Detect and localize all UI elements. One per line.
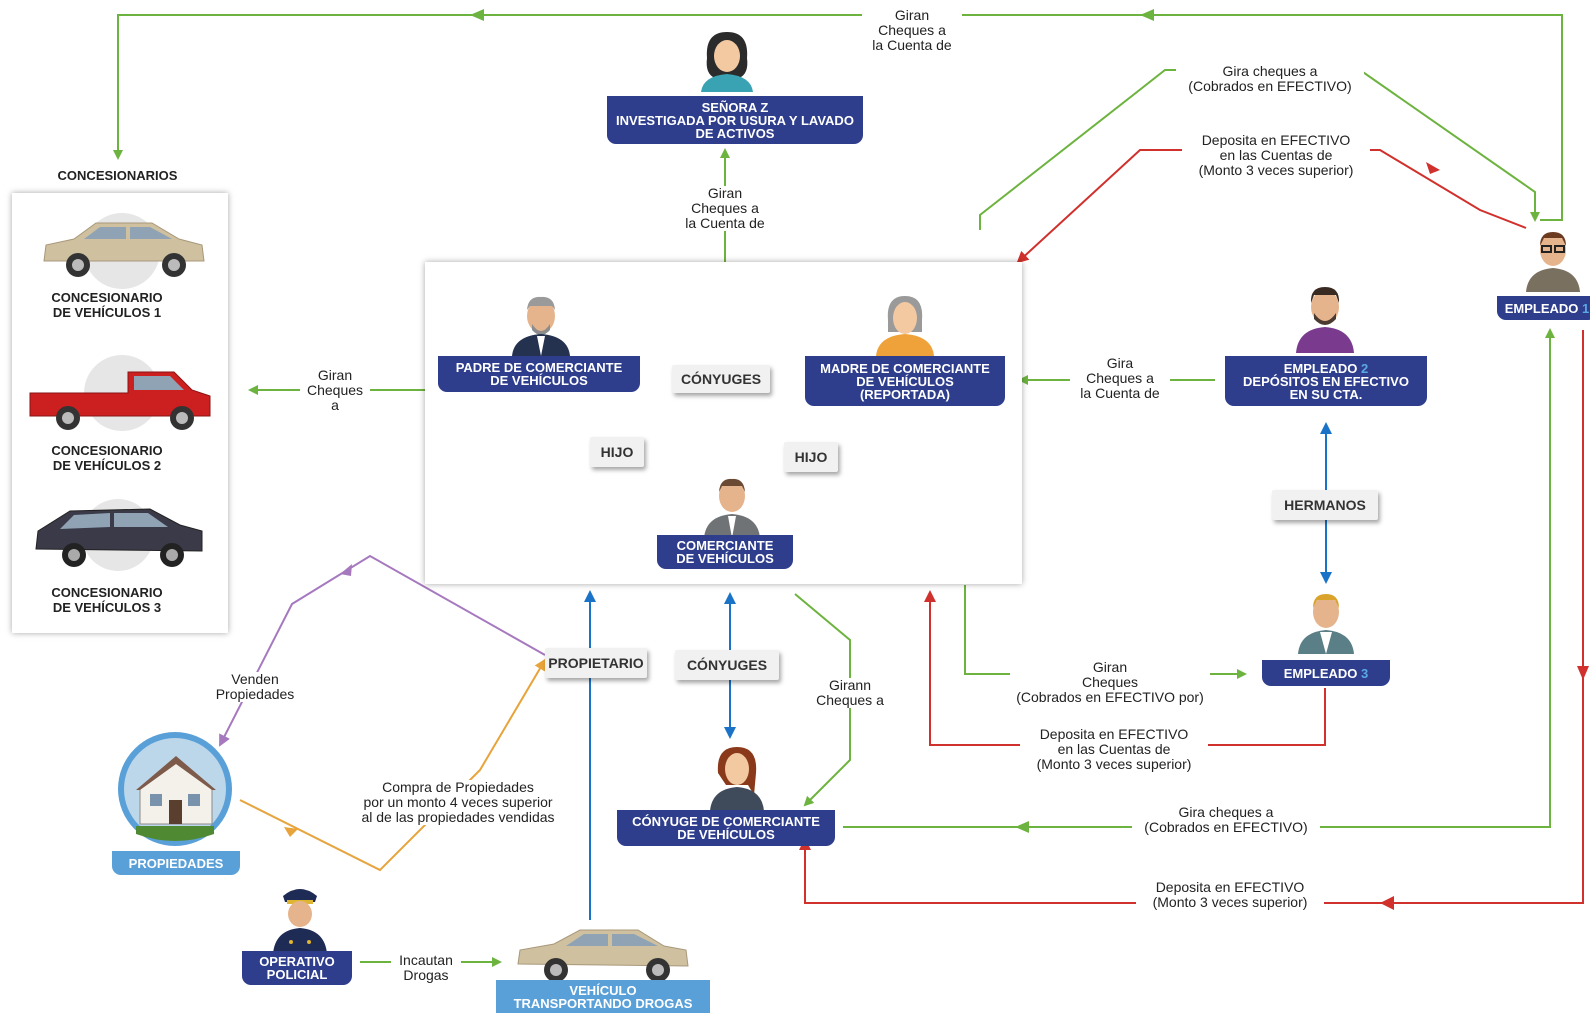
edge-label-gira-cobrados-top: Gira cheques a (Cobrados en EFECTIVO) <box>1176 64 1364 94</box>
dealer-1[interactable]: CONCESIONARIO DE VEHÍCULOS 1 <box>12 193 228 333</box>
empleado3-label: EMPLEADO <box>1283 665 1358 681</box>
conyuge-node[interactable]: CÓNYUGE DE COMERCIANTE DE VEHÍCULOS <box>617 810 835 846</box>
edge-label-top: Giran Cheques a la Cuenta de <box>862 8 962 53</box>
police-icon <box>273 889 327 954</box>
hijo-left-chip: HIJO <box>590 437 644 467</box>
edge-label-compra: Compra de Propiedades por un monto 4 vec… <box>342 780 574 825</box>
propiedades-node[interactable]: PROPIEDADES <box>112 851 240 875</box>
edge-label-deposita-bottom: Deposita en EFECTIVO (Monto 3 veces supe… <box>1136 880 1324 910</box>
woman-icon <box>701 32 753 92</box>
comerciante-node[interactable]: COMERCIANTE DE VEHÍCULOS <box>657 535 793 569</box>
edge-label-gira-madre: Gira Cheques a la Cuenta de <box>1070 356 1170 401</box>
edge-conyuge-to-empleado1 <box>843 328 1555 828</box>
father-icon <box>512 296 570 356</box>
sedan-car-icon <box>43 213 205 289</box>
edge-label-gira-conyuge: Gira cheques a (Cobrados en EFECTIVO) <box>1132 805 1320 835</box>
employee3-icon <box>1298 594 1354 654</box>
conyuges-bottom-chip: CÓNYUGES <box>675 650 779 680</box>
empleado2-number: 2 <box>1361 360 1369 376</box>
edge-empleado1-to-concesionarios <box>113 14 1563 221</box>
house-icon <box>118 732 232 846</box>
edge-empleado1-deposit <box>1016 149 1527 264</box>
hermanos-chip: HERMANOS <box>1272 490 1378 520</box>
edge-label-to-dealers: Giran Cheques a <box>300 368 370 413</box>
padre-node[interactable]: PADRE DE COMERCIANTE DE VEHÍCULOS <box>438 356 640 392</box>
merchant-icon <box>704 478 760 538</box>
empleado2-label: EMPLEADO <box>1283 360 1358 376</box>
senora-z-node[interactable]: SEÑORA Z INVESTIGADA POR USURA Y LAVADO … <box>607 96 863 144</box>
spouse-icon <box>710 747 764 811</box>
edge-label-giran-emp3: Giran Cheques (Cobrados en EFECTIVO por) <box>1010 660 1210 705</box>
empleado3-node[interactable]: EMPLEADO 3 <box>1262 660 1390 686</box>
dealer-1-label: CONCESIONARIO DE VEHÍCULOS 1 <box>51 290 163 320</box>
edge-label-deposita-emp3: Deposita en EFECTIVO en las Cuentas de (… <box>1020 727 1208 772</box>
edge-label-venden: Venden Propiedades <box>205 672 305 702</box>
edge-label-deposita-top: Deposita en EFECTIVO en las Cuentas de (… <box>1182 133 1370 178</box>
propietario-chip: PROPIETARIO <box>545 648 647 678</box>
conyuges-top-chip: CÓNYUGES <box>672 365 770 393</box>
dealers-title: CONCESIONARIOS <box>57 168 178 183</box>
empleado1-node[interactable]: EMPLEADO 1 <box>1497 296 1590 320</box>
empleado2-node[interactable]: EMPLEADO 2 DEPÓSITOS EN EFECTIVO EN SU C… <box>1225 356 1427 406</box>
dealer-2[interactable]: CONCESIONARIO DE VEHÍCULOS 2 <box>12 343 228 483</box>
dealer-3-label: CONCESIONARIO DE VEHÍCULOS 3 <box>51 585 163 615</box>
operativo-node[interactable]: OPERATIVO POLICIAL <box>242 951 352 985</box>
hijo-right-chip: HIJO <box>784 442 838 472</box>
suv-car-icon <box>35 499 203 571</box>
employee1-icon <box>1526 232 1580 292</box>
madre-node[interactable]: MADRE DE COMERCIANTE DE VEHÍCULOS (REPOR… <box>805 356 1005 406</box>
empleado1-number: 1 <box>1582 300 1590 316</box>
dealers-panel: CONCESIONARIO DE VEHÍCULOS 1 CONCESIONAR… <box>12 193 228 633</box>
edge-label-girann: Girann Cheques a <box>805 678 895 708</box>
pickup-truck-icon <box>29 355 211 431</box>
edge-label-to-senora: Giran Cheques a la Cuenta de <box>677 186 773 231</box>
dealer-2-label: CONCESIONARIO DE VEHÍCULOS 2 <box>51 443 163 473</box>
vehiculo-node[interactable]: VEHÍCULO TRANSPORTANDO DROGAS <box>496 980 710 1013</box>
edge-venden-propiedades <box>219 554 546 747</box>
dealer-3[interactable]: CONCESIONARIO DE VEHÍCULOS 3 <box>12 485 228 625</box>
empleado1-label: EMPLEADO <box>1504 300 1579 316</box>
empleado3-number: 3 <box>1361 665 1369 681</box>
mother-icon <box>876 296 934 356</box>
edge-label-incautan: Incautan Drogas <box>391 953 461 983</box>
employee2-icon <box>1296 287 1354 353</box>
drug-car-icon <box>517 929 689 982</box>
empleado2-subtitle: DEPÓSITOS EN EFECTIVO EN SU CTA. <box>1243 373 1409 402</box>
